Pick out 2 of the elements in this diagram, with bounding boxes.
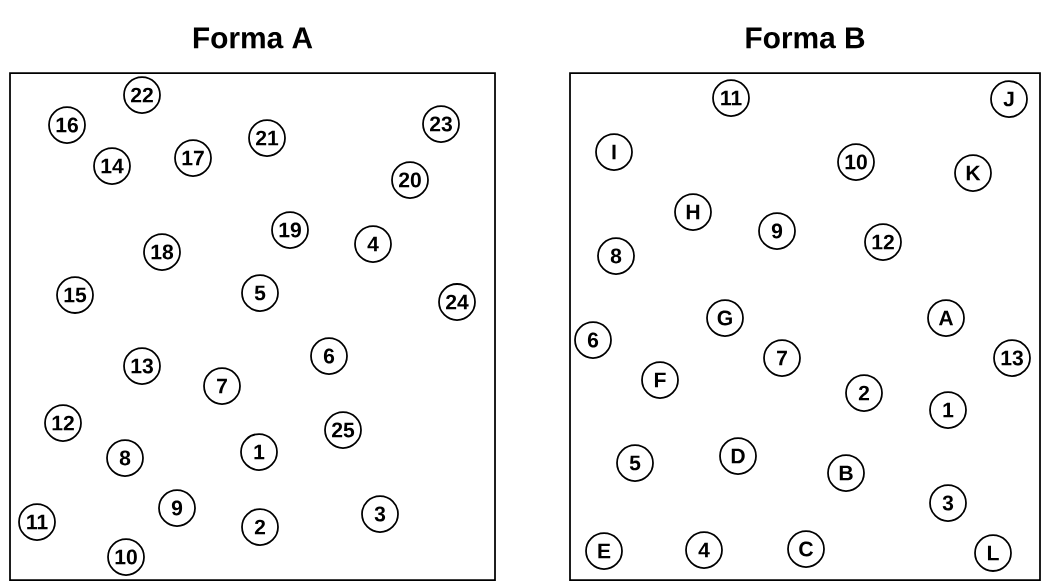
node-label: Forma A: [193, 27, 313, 49]
node-label: Forma B: [746, 27, 865, 49]
